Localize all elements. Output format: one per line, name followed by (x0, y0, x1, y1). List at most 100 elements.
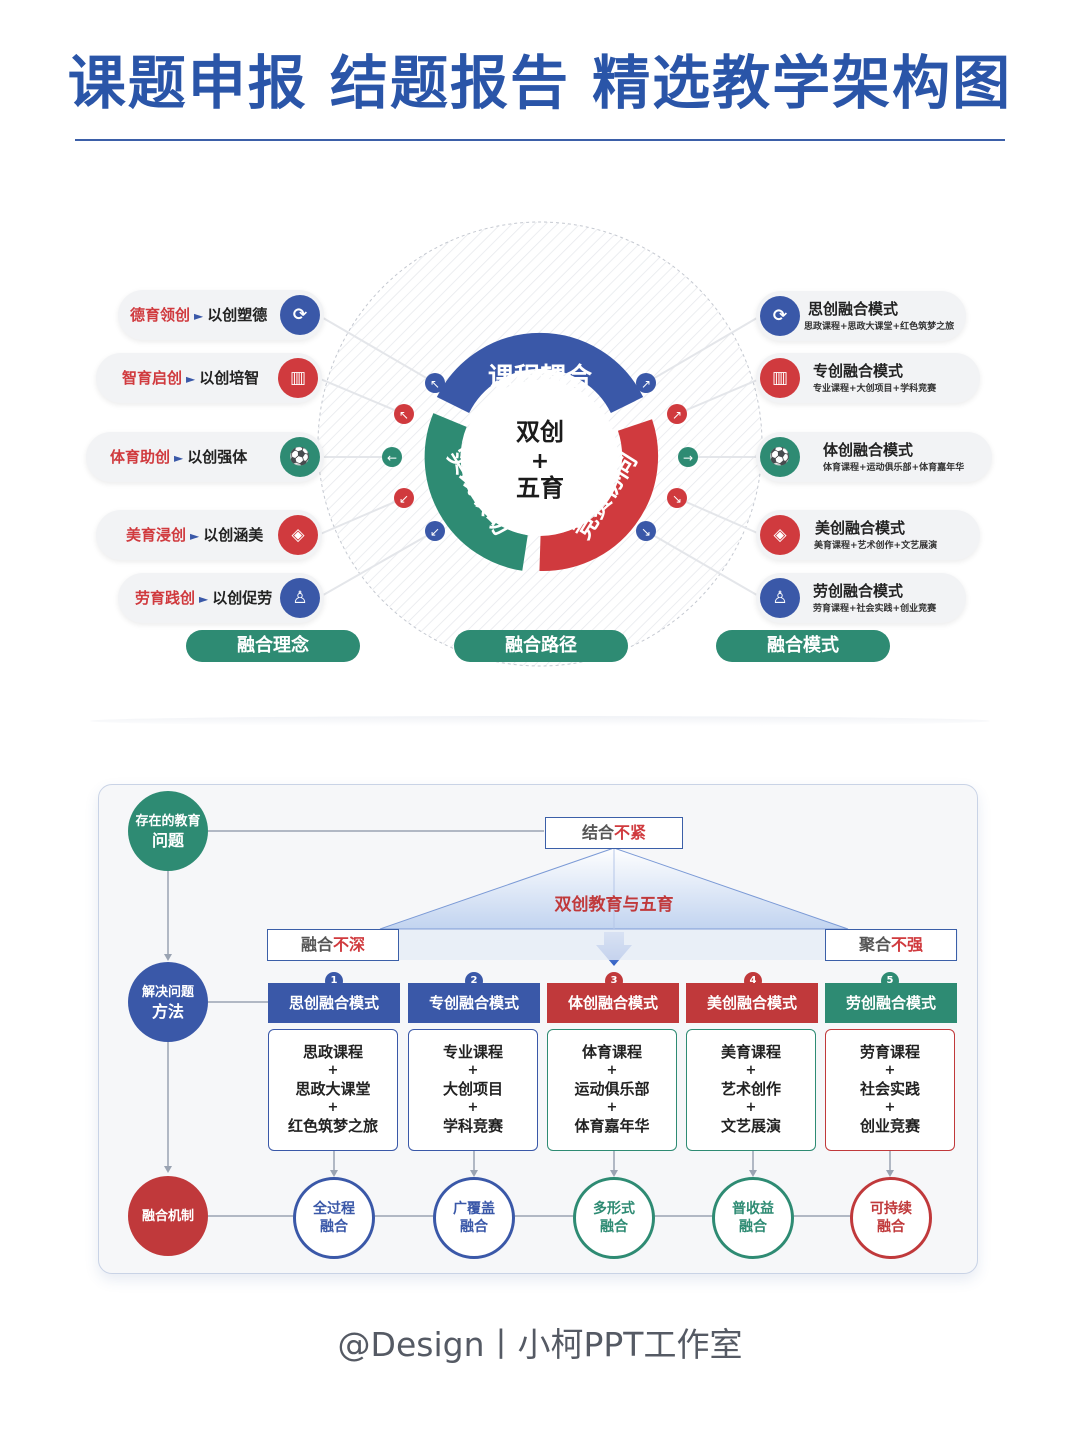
mode-content-item: 运动俱乐部 (574, 1080, 650, 1098)
mode-number-3: 3 (605, 972, 623, 990)
svg-text:↙: ↙ (399, 492, 409, 506)
center-line-1: 双创 (516, 418, 564, 446)
concept-item-physical: 体育助创►以创强体 ⚽ (86, 432, 324, 482)
mode-item-arts: ◈ 美创融合模式 美育课程+艺术创作+文艺展演 (756, 510, 980, 560)
mode-content-item: 社会实践 (859, 1080, 920, 1098)
title-divider (75, 139, 1005, 141)
svg-text:←: ← (387, 451, 397, 465)
credit-text: @Design丨小柯PPT工作室 (337, 1325, 743, 1364)
mechanism-circle-5: 可持续融合 (850, 1177, 932, 1259)
mode-number-1: 1 (325, 972, 343, 990)
mode-content-item: 创业竞赛 (859, 1117, 920, 1135)
mode-number-5: 5 (881, 972, 899, 990)
label-problem-line2: 问题 (151, 831, 184, 850)
mode-item-sub: 劳育课程+社会实践+创业竞赛 (813, 604, 937, 614)
mode-item-title: 体创融合模式 (823, 441, 914, 459)
issue-right-normal: 聚合 (858, 935, 891, 954)
concept-item-label: 体育助创 (110, 448, 171, 466)
mechanism-line2: 融合 (877, 1219, 905, 1235)
concept-item-intellect: 智育启创►以创培智 ▥ (96, 353, 322, 403)
mode-item-major: ▥ 专创融合模式 专业课程+大创项目+学科竞赛 (756, 353, 980, 403)
center-line-3: 五育 (516, 474, 564, 502)
plus-sign: + (327, 1062, 339, 1078)
issue-box-left: 融合不深 (267, 929, 399, 961)
svg-text:↘: ↘ (641, 525, 651, 539)
person-icon: ♙ (280, 578, 320, 618)
flag-icon: ► (199, 592, 209, 606)
issue-top-normal: 结合 (581, 823, 614, 842)
section-label-concept: 融合理念 (186, 630, 360, 662)
concept-item-value: 以创促劳 (212, 589, 273, 607)
chart-icon: ▥ (278, 358, 318, 398)
plus-sign: + (327, 1099, 339, 1115)
page-title: 课题申报 结题报告 精选教学架构图 (67, 49, 1013, 117)
concept-item-value: 以创涵美 (203, 526, 264, 544)
ring-arc-green (424, 413, 529, 571)
mode-content-item: 劳育课程 (859, 1043, 920, 1061)
flag-icon: ► (194, 309, 204, 323)
mechanism-circle-1: 全过程融合 (293, 1177, 375, 1259)
concept-item-label: 智育启创 (122, 369, 183, 387)
mode-content-4: 美育课程 + 艺术创作 + 文艺展演 (686, 1029, 816, 1151)
issue-left-normal: 融合 (300, 935, 333, 954)
mode-content-item: 美育课程 (720, 1043, 781, 1061)
flag-icon: ► (186, 372, 196, 386)
svg-text:↙: ↙ (430, 525, 440, 539)
mechanism-line2: 融合 (460, 1219, 488, 1235)
issue-box-right: 聚合不强 (825, 929, 957, 961)
mode-content-item: 大创项目 (442, 1080, 503, 1098)
sport-icon: ⚽ (280, 437, 320, 477)
label-mechanism: 融合机制 (128, 1176, 208, 1256)
concept-item-label: 美育浸创 (126, 526, 187, 544)
plus-sign: + (745, 1062, 757, 1078)
ring-arc-blue (436, 332, 644, 414)
issue-box-top: 结合不紧 (545, 817, 683, 849)
person-icon: ♙ (760, 578, 800, 618)
label-problem: 存在的教育 问题 (128, 791, 208, 871)
plus-sign: + (606, 1099, 618, 1115)
svg-text:↖: ↖ (399, 408, 409, 422)
plus-sign: + (467, 1099, 479, 1115)
mode-item-title: 美创融合模式 (815, 519, 906, 537)
svg-text:↘: ↘ (672, 492, 682, 506)
concept-item-label: 德育领创 (130, 306, 191, 324)
flag-icon: ► (190, 529, 200, 543)
mode-content-3: 体育课程 + 运动俱乐部 + 体育嘉年华 (547, 1029, 677, 1151)
mode-content-item: 体育课程 (581, 1043, 642, 1061)
issue-left-red: 不深 (333, 935, 366, 954)
mode-item-ideology: ⟳ 思创融合模式 思政课程+思政大课堂+红色筑梦之旅 (756, 291, 966, 341)
label-method-line1: 解决问题 (141, 985, 194, 1000)
mode-header-2: 专创融合模式 (408, 983, 540, 1023)
section-label-mode: 融合模式 (716, 630, 890, 662)
label-problem-line1: 存在的教育 (135, 814, 201, 829)
mode-item-sub: 体育课程+运动俱乐部+体育嘉年华 (823, 463, 965, 473)
plus-sign: + (606, 1062, 618, 1078)
mode-item-sports: ⚽ 体创融合模式 体育课程+运动俱乐部+体育嘉年华 (756, 432, 992, 482)
mode-content-item: 艺术创作 (720, 1080, 781, 1098)
mode-item-title: 专创融合模式 (813, 362, 904, 380)
mechanism-line2: 融合 (739, 1219, 767, 1235)
arrow-dots: ↖ ↖ ← ↙ ↙ ↗ ↗ → ↘ ↘ (382, 373, 698, 541)
concept-item-value: 以创塑德 (207, 306, 268, 324)
mode-content-2: 专业课程 + 大创项目 + 学科竞赛 (408, 1029, 538, 1151)
ring-label-top: 课程耦合 (488, 362, 593, 393)
mode-content-1: 思政课程 + 思政大课堂 + 红色筑梦之旅 (268, 1029, 398, 1151)
mode-item-sub: 专业课程+大创项目+学科竞赛 (813, 384, 937, 394)
concept-item-labor: 劳育践创►以创促劳 ♙ (118, 573, 324, 623)
issue-right-red: 不强 (891, 935, 924, 954)
mechanism-line1: 广覆盖 (453, 1201, 495, 1217)
sync-icon: ⟳ (760, 296, 800, 336)
mechanism-circle-4: 普收益融合 (712, 1177, 794, 1259)
top-diagram-graphics: ↖ ↖ ← ↙ ↙ ↗ ↗ → ↘ ↘ 课程耦合 竞赛协同 实践联动 双创 + … (317, 221, 763, 667)
mechanism-circle-2: 广覆盖融合 (433, 1177, 515, 1259)
mechanism-line1: 多形式 (593, 1201, 635, 1217)
mechanism-line2: 融合 (600, 1219, 628, 1235)
section-label-path: 融合路径 (454, 630, 628, 662)
center-label: 双创教育与五育 (555, 894, 674, 915)
plus-sign: + (467, 1062, 479, 1078)
mechanism-line1: 全过程 (313, 1201, 355, 1217)
concept-item-label: 劳育践创 (135, 589, 196, 607)
concept-item-moral: 德育领创►以创塑德 ⟳ (118, 290, 324, 340)
ring-center (462, 380, 618, 536)
mechanism-line2: 融合 (320, 1219, 348, 1235)
